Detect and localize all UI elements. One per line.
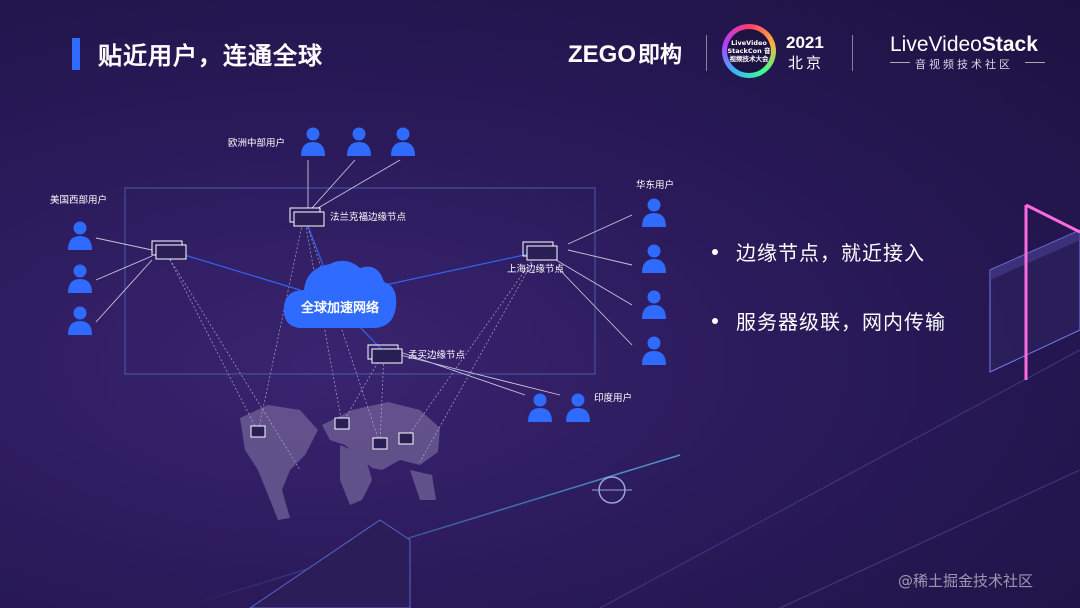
bullet-item: 服务器级联，网内传输 [712, 306, 946, 335]
lvs-divider [890, 62, 910, 63]
user-group-label-us-west: 美国西部用户 [50, 194, 107, 206]
cloud-label: 全球加速网络 [300, 300, 379, 316]
page-title: 贴近用户，连通全球 [98, 42, 323, 70]
zego-logo: ZEGO即构 [568, 37, 682, 69]
edge-node-frankfurt [289, 207, 325, 227]
edge-node-shanghai [522, 241, 558, 261]
user-icon [301, 127, 325, 156]
lvs-subtitle: 音视频技术社区 [915, 58, 1013, 71]
user-icon [68, 264, 92, 293]
map-marker [334, 417, 350, 430]
user-icon [642, 290, 666, 319]
user-group-label-east-china: 华东用户 [636, 179, 674, 191]
edge-node-us [151, 240, 187, 260]
lvs-divider [1025, 62, 1045, 63]
badge-text: LiveVideo StackCon 音视频技术大会 [727, 29, 771, 73]
user-links [95, 159, 633, 396]
map-marker [372, 437, 388, 450]
user-icon [528, 393, 552, 422]
zego-logo-text: ZEGO [568, 41, 637, 68]
user-group-label-india: 印度用户 [594, 392, 632, 404]
edge-node-mumbai [367, 344, 403, 364]
user-icon [68, 306, 92, 335]
header-separator [706, 35, 707, 71]
node-label-shanghai: 上海边缘节点 [507, 263, 565, 275]
bullet-dot [712, 248, 718, 255]
lvs-logo-part1: LiveVideo [890, 33, 982, 56]
bullet-item: 边缘节点，就近接入 [712, 237, 925, 266]
node-label-mumbai: 孟买边缘节点 [408, 349, 466, 361]
bullet-text: 服务器级联，网内传输 [736, 310, 946, 334]
bullet-dot [712, 317, 718, 324]
map-marker [250, 425, 266, 438]
map-marker [398, 432, 414, 445]
cloud-icon [283, 260, 397, 328]
user-icon [642, 198, 666, 227]
header-separator [852, 35, 853, 71]
conference-year: 2021 [786, 33, 824, 52]
header: 贴近用户，连通全球 ZEGO即构 LiveVideo StackCon 音视频技… [0, 0, 1080, 100]
coverage-frame [124, 187, 596, 375]
zego-logo-cn: 即构 [638, 42, 683, 67]
user-icon [642, 244, 666, 273]
user-icon [68, 221, 92, 250]
map-markers [250, 417, 414, 450]
livevideostackcon-badge: LiveVideo StackCon 音视频技术大会 [722, 24, 776, 78]
livevideostack-logo: LiveVideoStack [890, 33, 1038, 57]
user-icon [642, 336, 666, 365]
lvs-logo-part2: Stack [981, 33, 1038, 56]
title-accent-bar [72, 38, 80, 70]
user-icon [566, 393, 590, 422]
conference-city: 北京 [788, 54, 825, 72]
bullet-text: 边缘节点，就近接入 [736, 241, 925, 265]
user-group-label-europe: 欧洲中部用户 [228, 137, 285, 149]
user-icon [391, 127, 415, 156]
node-label-frankfurt: 法兰克福边缘节点 [330, 211, 407, 223]
user-icons [68, 127, 666, 422]
user-icon [347, 127, 371, 156]
watermark: @稀土掘金技术社区 [898, 572, 1034, 590]
